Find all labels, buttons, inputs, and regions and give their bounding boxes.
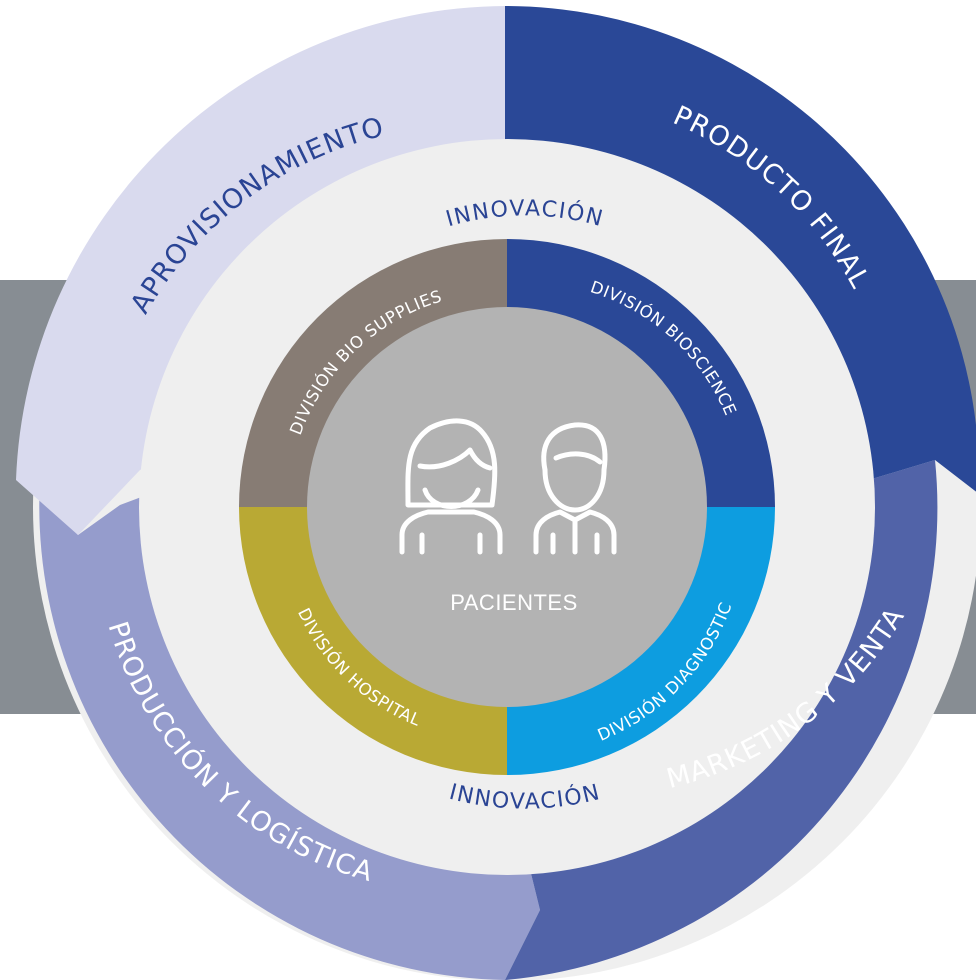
center-label: PACIENTES xyxy=(450,590,578,615)
woman-icon xyxy=(399,418,503,555)
man-icon xyxy=(533,422,617,555)
center-disc xyxy=(307,307,707,707)
